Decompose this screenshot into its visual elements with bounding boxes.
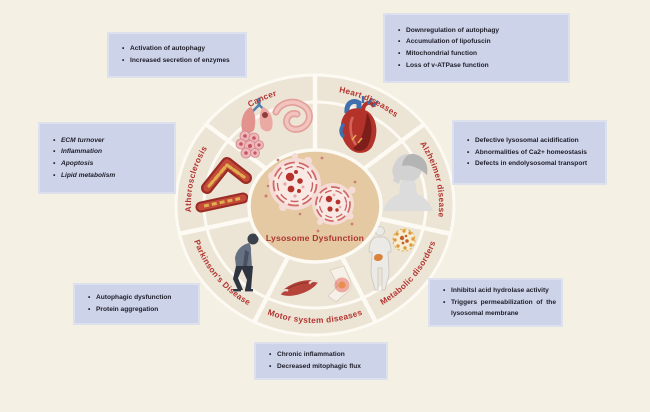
note-item: Mitochondrial function xyxy=(398,48,563,60)
note-box-motor-system-diseases: Chronic inflammation Decreased mitophagi… xyxy=(254,342,388,380)
muscle-knee-icon xyxy=(278,265,352,303)
note-item: Loss of v-ATPase function xyxy=(398,60,563,72)
note-item: Accumulation of lipofuscin xyxy=(398,36,563,48)
note-item: Downregulation of autophagy xyxy=(398,25,563,37)
lysosome-illustration xyxy=(264,153,357,233)
note-item: Inhibitsl acid hydrolase activity xyxy=(443,285,556,297)
stooped-person-icon xyxy=(233,233,259,292)
note-item: Apoptosis xyxy=(53,158,169,170)
heart-icon xyxy=(339,96,379,153)
note-item: Protein aggregation xyxy=(88,304,193,316)
head-profile-icon xyxy=(383,153,433,211)
note-item: Lipid metabolism xyxy=(53,170,169,182)
note-item: Decreased mitophagic flux xyxy=(269,361,381,373)
artery-plaque-icon xyxy=(195,157,252,213)
note-box-atherosclerosis: ECM turnover Inflammation Apoptosis Lipi… xyxy=(38,122,176,194)
note-box-parkinsons-disease: Autophagic dysfunction Protein aggregati… xyxy=(73,283,200,325)
note-item: Abnormalities of Ca2+ homeostasis xyxy=(467,147,600,159)
note-item: Autophagic dysfunction xyxy=(88,292,193,304)
note-item: Increased secretion of enzymes xyxy=(122,55,240,67)
center-title: Lysosome Dysfunction xyxy=(266,233,364,243)
note-item: Chronic inflammation xyxy=(269,349,381,361)
note-item: Defective lysosomal acidification xyxy=(467,135,600,147)
note-box-alzheimer-disease: Defective lysosomal acidification Abnorm… xyxy=(452,120,607,185)
note-box-cancer: Activation of autophagy Increased secret… xyxy=(107,32,247,78)
note-box-metabolic-disorders: Inhibitsl acid hydrolase activity Trigge… xyxy=(428,278,563,327)
note-item: Activation of autophagy xyxy=(122,43,240,55)
note-box-heart-diseases: Downregulation of autophagy Accumulation… xyxy=(383,13,570,83)
lungs-intestine-tumor-icon xyxy=(235,98,313,159)
note-item: Triggers permeabilization of the lysosom… xyxy=(443,297,556,320)
note-item: ECM turnover xyxy=(53,135,169,147)
note-item: Defects in endolysosomal transport xyxy=(467,158,600,170)
body-cells-icon xyxy=(368,226,416,291)
note-item: Inflammation xyxy=(53,146,169,158)
